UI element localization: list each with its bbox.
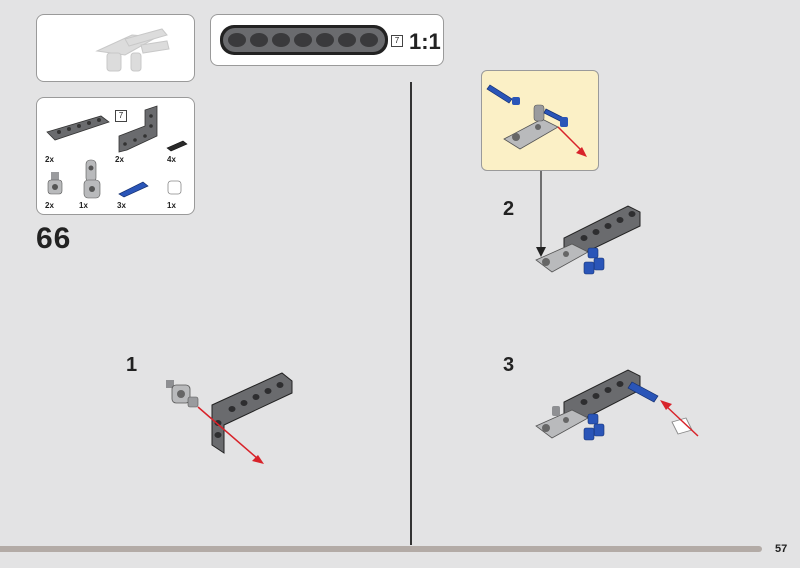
qty-white-bush: 1x [167, 201, 176, 210]
sub-step-number-2: 2 [503, 198, 515, 220]
qty-beam-1x7: 2x [45, 155, 54, 164]
scale-ratio: 1:1 [409, 29, 441, 54]
part-double-connector [83, 159, 101, 199]
qty-double-connector: 1x [79, 201, 88, 210]
sub-step-1-illustration [166, 372, 293, 464]
qty-black-pin: 4x [167, 155, 176, 164]
sub-step-3-illustration [535, 369, 699, 441]
part-beam-1x7 [46, 115, 110, 141]
page-number: 57 [775, 543, 788, 555]
previous-model-thumbnail [36, 14, 195, 82]
part-white-bush [167, 180, 182, 195]
sub-step-number-1: 1 [126, 354, 138, 376]
scale-ruler-panel: 7 1:1 [210, 14, 444, 66]
qty-blue-axle-pin: 3x [117, 201, 126, 210]
column-divider [410, 82, 412, 545]
beam-1x7-silhouette [220, 25, 388, 55]
page-footer-bar [0, 546, 762, 552]
part-l-beam [118, 105, 158, 153]
previous-model-ghost [95, 28, 170, 72]
sub-step-number-3: 3 [503, 354, 515, 376]
sub-assembly-callout [481, 70, 599, 171]
qty-l-beam: 2x [115, 155, 124, 164]
sub-step-2-illustration [535, 205, 641, 275]
parts-list-panel: 7 2x 2x 4x 2x 1x 3x 1x [36, 97, 195, 215]
part-black-pin [166, 140, 188, 152]
callout-illustration [486, 84, 587, 157]
beam-length-badge: 7 [115, 110, 127, 122]
scale-length-badge: 7 [391, 35, 403, 47]
page-step-number: 66 [36, 222, 72, 255]
part-blue-axle-pin [118, 181, 149, 198]
callout-pointer-arrow [536, 171, 546, 257]
part-axle-pin-connector [47, 172, 63, 195]
qty-axle-pin-connector: 2x [45, 201, 54, 210]
